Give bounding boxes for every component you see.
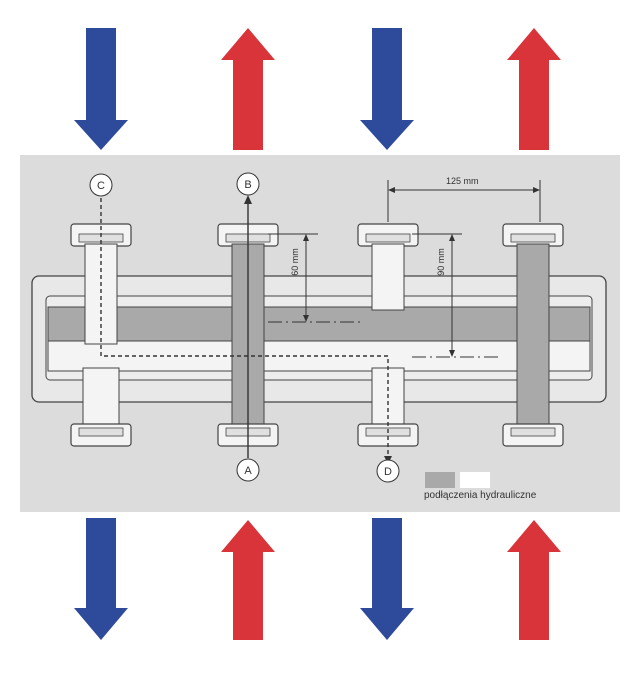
connector-column-4 [502,223,564,447]
legend-swatch-white [460,472,490,488]
dimension-60mm [268,233,318,322]
legend-swatch-gray [425,472,455,488]
arrow-bottom-1-down-icon [74,518,128,640]
port-c-label: C [97,180,105,192]
connector-column-c [70,223,132,447]
port-a-label: A [244,465,252,477]
supply-channel [47,306,591,342]
return-channel [47,340,591,372]
port-c: C [89,173,113,197]
dimension-90mm [412,233,462,357]
port-b-label: B [244,179,251,191]
arrow-top-4-up-icon [507,28,561,150]
arrowhead-b-icon [244,195,252,204]
port-b: B [236,172,260,196]
port-d: D [376,459,400,483]
flow-path-c-to-d [100,198,389,456]
connector-column-d [357,223,419,447]
bottom-flow-arrows [74,518,561,640]
dimension-60mm-label: 60 mm [290,248,300,276]
arrow-top-2-up-icon [221,28,275,150]
legend: podłączenia hydrauliczne [424,472,537,501]
port-a: A [236,458,260,482]
arrow-top-3-down-icon [360,28,414,150]
arrow-bottom-4-up-icon [507,520,561,640]
dimension-125mm-label: 125 mm [446,176,479,186]
arrow-top-1-down-icon [74,28,128,150]
centerlines [268,321,500,358]
dimension-90mm-label: 90 mm [436,248,446,276]
dimension-125mm [387,180,541,222]
legend-caption: podłączenia hydrauliczne [424,490,537,501]
arrow-bottom-2-up-icon [221,520,275,640]
arrow-bottom-3-down-icon [360,518,414,640]
port-d-label: D [384,466,392,478]
top-flow-arrows [74,28,561,150]
